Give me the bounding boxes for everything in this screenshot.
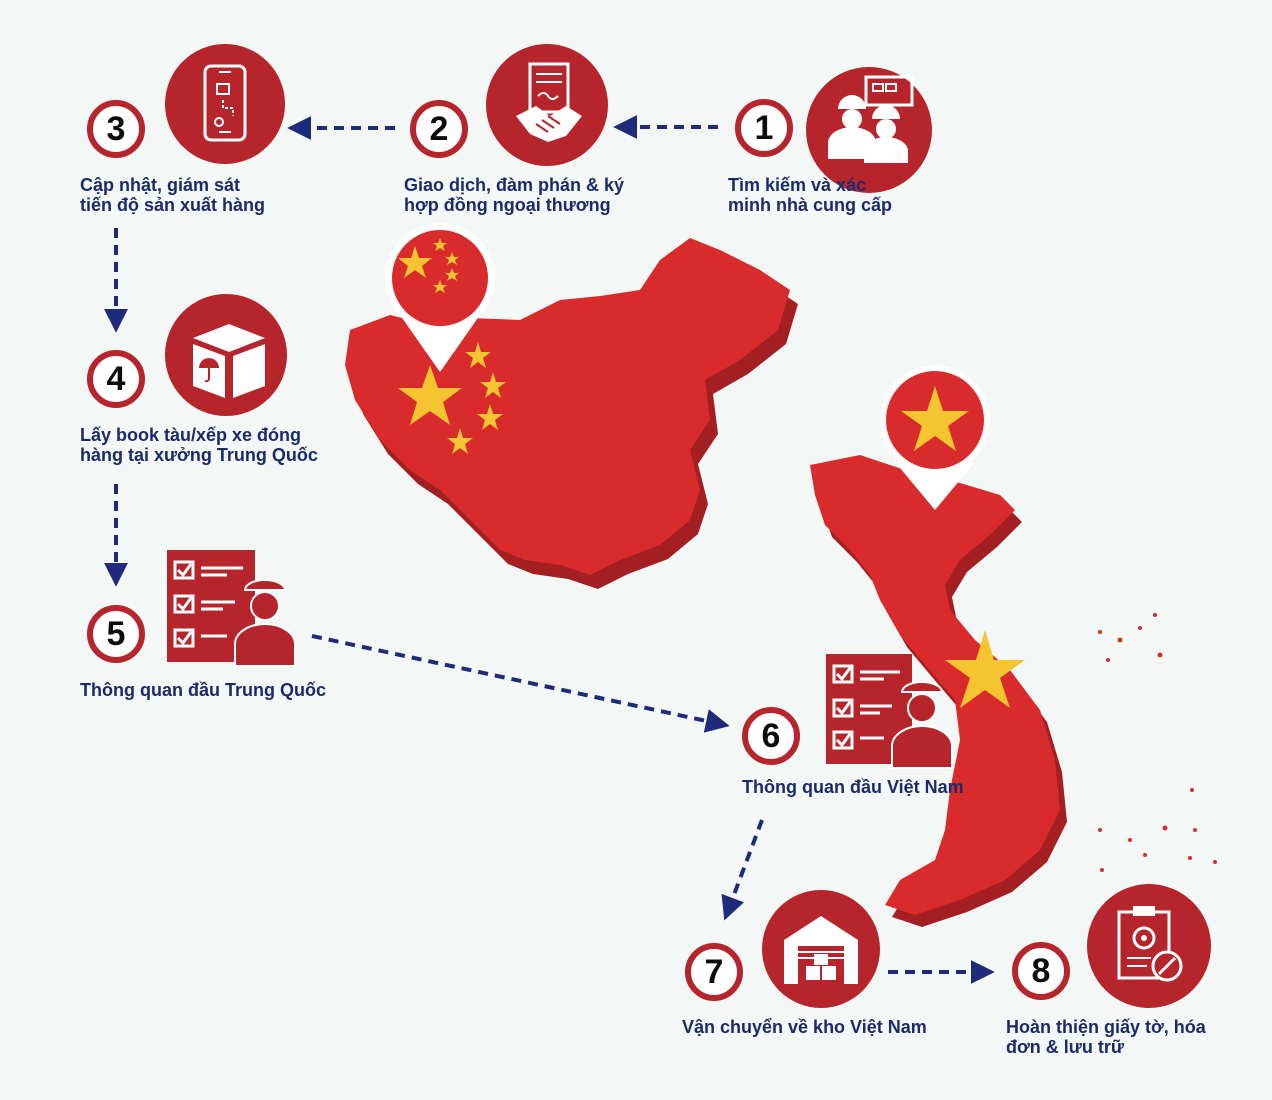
china-map-star-icon bbox=[398, 365, 462, 425]
vietnam-map-shape bbox=[810, 455, 1060, 915]
step-5-number: 5 bbox=[87, 605, 145, 663]
china-flag-star-icon bbox=[433, 280, 447, 293]
step-7-number: 7 bbox=[685, 943, 743, 1001]
step-3-label-line: tiến độ sản xuất hàng bbox=[80, 195, 266, 215]
arrow-5-to-6 bbox=[311, 634, 730, 733]
customs-officer-checklist-icon bbox=[167, 550, 296, 667]
step-8-icon-circle bbox=[1087, 884, 1211, 1008]
step-7-icon-circle bbox=[762, 890, 880, 1008]
step-4-icon-circle bbox=[165, 294, 287, 416]
step-3-label-line: Cập nhật, giám sát bbox=[80, 175, 241, 195]
handshake-contract-icon bbox=[516, 62, 582, 142]
step-2-label-line: hợp đồng ngoại thương bbox=[404, 195, 611, 215]
package-box-icon bbox=[193, 324, 265, 398]
step-2-label: Giao dịch, đàm phán & ký hợp đồng ngoại … bbox=[404, 175, 624, 215]
step-6-label: Thông quan đầu Việt Nam bbox=[742, 777, 964, 797]
flow-arrows bbox=[104, 115, 995, 984]
china-flag-star-icon bbox=[445, 268, 459, 281]
step-8-label-line: đơn & lưu trữ bbox=[1006, 1037, 1124, 1057]
step-8-label: Hoàn thiện giấy tờ, hóa đơn & lưu trữ bbox=[1006, 1017, 1206, 1057]
step-2-label-line: Giao dịch, đàm phán & ký bbox=[404, 175, 625, 195]
step-2-icon-circle bbox=[486, 44, 608, 166]
islands bbox=[1098, 613, 1217, 872]
china-flag-star-icon bbox=[445, 252, 459, 265]
step-5-label-line: Thông quan đầu Trung Quốc bbox=[80, 680, 326, 700]
step-7-label-line: Vận chuyển về kho Việt Nam bbox=[682, 1017, 927, 1037]
vietnam-map-star-icon bbox=[945, 630, 1025, 708]
china-flag-pin bbox=[385, 223, 495, 372]
step-1-icon-circle bbox=[806, 67, 932, 193]
china-map-star-icon bbox=[447, 428, 473, 454]
step-3-icon-circle bbox=[165, 44, 285, 164]
step-3-label: Cập nhật, giám sát tiến độ sản xuất hàng bbox=[80, 175, 265, 215]
step-2-number: 2 bbox=[410, 100, 468, 158]
step-6-label-line: Thông quan đầu Việt Nam bbox=[742, 777, 964, 797]
china-map bbox=[345, 223, 798, 589]
step-3-number: 3 bbox=[87, 100, 145, 158]
step-4-number: 4 bbox=[87, 350, 145, 408]
step-4-label-line: Lấy book tàu/xếp xe đóng bbox=[80, 425, 302, 445]
china-flag-star-icon bbox=[433, 238, 447, 251]
step-1-label-line: Tìm kiếm và xác bbox=[728, 175, 867, 195]
china-map-star-icon bbox=[480, 372, 506, 398]
vietnam-map bbox=[810, 365, 1217, 927]
customs-officer-checklist-icon bbox=[826, 654, 953, 769]
step-4-label: Lấy book tàu/xếp xe đóng hàng tại xưởng … bbox=[80, 425, 318, 465]
step-1-label-line: minh nhà cung cấp bbox=[728, 195, 893, 215]
clipboard-gear-icon bbox=[1117, 906, 1183, 982]
step-5-label: Thông quan đầu Trung Quốc bbox=[80, 680, 326, 700]
step-8-label-line: Hoàn thiện giấy tờ, hóa bbox=[1006, 1017, 1206, 1037]
workers-icon bbox=[828, 75, 914, 163]
step-8-number: 8 bbox=[1012, 942, 1070, 1000]
step-4-label-line: hàng tại xưởng Trung Quốc bbox=[80, 445, 318, 465]
step-1-number: 1 bbox=[735, 99, 793, 157]
china-flag-star-icon bbox=[398, 246, 432, 278]
smartphone-tracking-icon bbox=[203, 64, 247, 142]
warehouse-icon bbox=[784, 916, 858, 984]
step-6-number: 6 bbox=[742, 707, 800, 765]
china-map-star-icon bbox=[477, 404, 503, 430]
step-1-label: Tìm kiếm và xác minh nhà cung cấp bbox=[728, 175, 892, 215]
arrow-6-to-7 bbox=[721, 819, 764, 921]
step-7-label: Vận chuyển về kho Việt Nam bbox=[682, 1017, 927, 1037]
vietnam-flag-star-icon bbox=[901, 386, 969, 451]
vietnam-flag-pin bbox=[880, 365, 990, 510]
china-map-star-icon bbox=[465, 342, 491, 368]
